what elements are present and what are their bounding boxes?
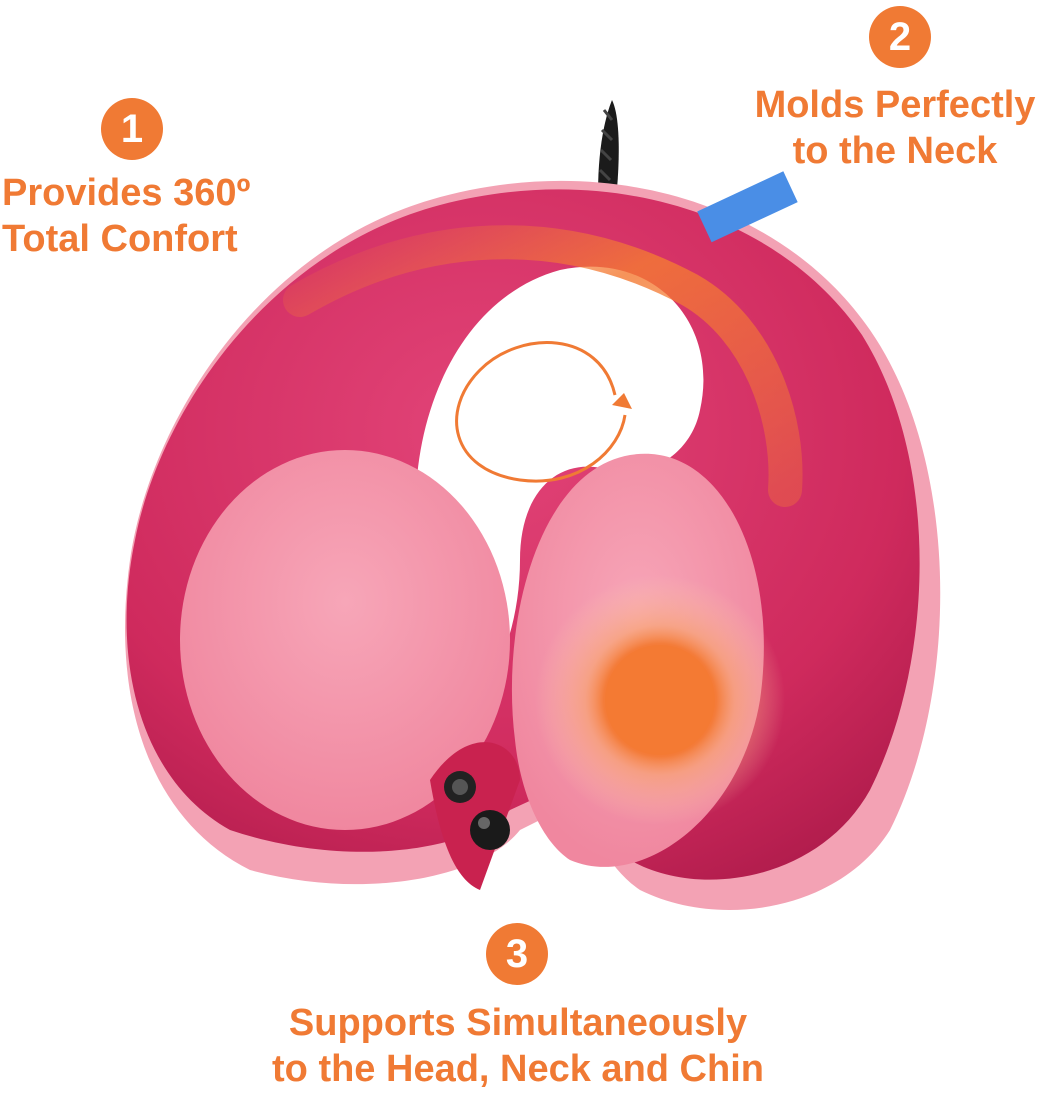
feature-2-badge: 2 [869,6,931,68]
feature-1-caption: Provides 360º Total Confort [2,170,250,262]
feature-3-line1: Supports Simultaneously [288,1002,748,1044]
pillow-left-pad [180,450,510,830]
feature-3-badge: 3 [486,923,548,985]
clasp-snap-bottom [470,810,510,850]
feature-3-caption: Supports Simultaneously to the Head, Nec… [218,1000,818,1092]
feature-1-line1: Provides 360º [2,172,251,214]
feature-2-caption: Molds Perfectly to the Neck [750,82,1040,174]
circular-arrow-icon [455,341,632,483]
feature-2-line1: Molds Perfectly [754,84,1036,126]
feature-1-badge: 1 [101,98,163,160]
feature-2-line2: to the Neck [792,130,998,172]
feature-1-line2: Total Confort [2,218,238,260]
feature-3-line2: to the Head, Neck and Chin [272,1048,764,1090]
brand-tag [697,171,798,243]
heat-arc [283,225,803,507]
